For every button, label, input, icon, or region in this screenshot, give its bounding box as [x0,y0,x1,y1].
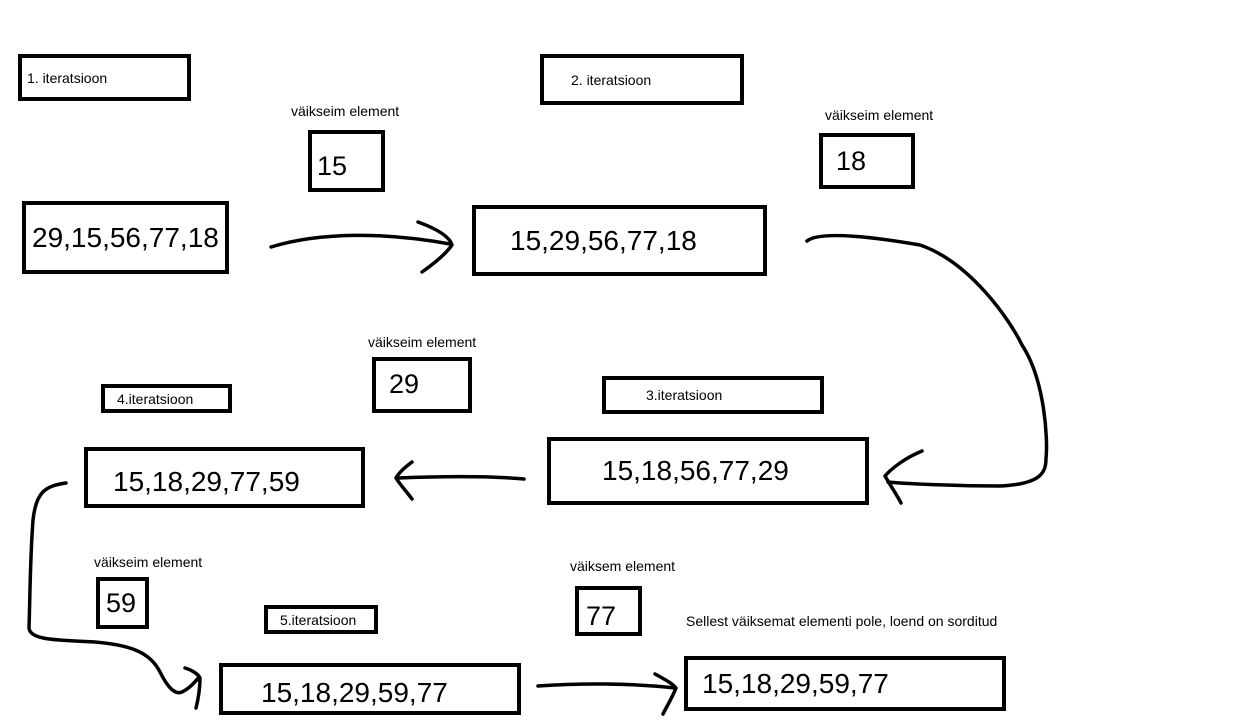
iteration-1-min-box: 15 [308,130,385,192]
final-sequence-box: 15,18,29,59,77 [684,656,1006,711]
iteration-2-min-box: 18 [819,133,915,189]
final-sequence: 15,18,29,59,77 [702,667,889,699]
iteration-3-label: 3.iteratsioon [646,387,723,403]
arrow-3-to-4 [394,460,526,501]
iteration-2-min-caption: väikseim element [825,107,934,123]
iteration-2-sequence: 15,29,56,77,18 [510,224,697,256]
iteration-5-sequence: 15,18,29,59,77 [261,677,448,708]
iteration-2-sequence-box: 15,29,56,77,18 [472,205,767,276]
iteration-2-label: 2. iteratsioon [571,71,652,88]
iteration-4-sequence: 15,18,29,77,59 [113,466,300,497]
iteration-4-label-box: 4.iteratsioon [101,384,232,413]
iteration-3-min-value: 29 [389,369,420,399]
iteration-1-min-caption: väikseim element [291,103,400,119]
iteration-1-min-value: 15 [317,151,348,181]
iteration-4-min-box: 59 [96,577,149,629]
iteration-1-sequence-box: 29,15,56,77,18 [22,201,229,274]
iteration-3-min-box: 29 [372,357,472,413]
iteration-3-sequence-box: 15,18,56,77,29 [547,437,869,505]
iteration-3-label-box: 3.iteratsioon [602,376,824,414]
arrow-5-to-final [536,672,678,716]
iteration-4-min-value: 59 [106,587,137,618]
iteration-4-sequence-box: 15,18,29,77,59 [84,447,365,508]
iteration-5-sequence-box: 15,18,29,59,77 [219,663,521,715]
iteration-1-sequence: 29,15,56,77,18 [32,221,219,253]
iteration-5-min-value: 77 [586,601,617,631]
arrow-1-to-2 [269,220,454,274]
iteration-2-min-value: 18 [836,145,867,176]
iteration-5-min-caption: väiksem element [570,558,676,574]
iteration-1-label: 1. iteratsioon [27,69,108,86]
final-note: Sellest väiksemat elementi pole, loend o… [686,613,998,629]
iteration-5-label: 5.iteratsioon [280,611,357,628]
iteration-1-label-box: 1. iteratsioon [18,54,191,101]
iteration-4-label: 4.iteratsioon [117,390,194,407]
iteration-3-sequence: 15,18,56,77,29 [602,455,789,486]
iteration-4-min-caption: väikseim element [94,554,203,570]
iteration-3-min-caption: väikseim element [368,334,477,350]
iteration-5-min-box: 77 [575,586,642,636]
iteration-5-label-box: 5.iteratsioon [264,605,378,634]
iteration-2-label-box: 2. iteratsioon [540,54,744,105]
